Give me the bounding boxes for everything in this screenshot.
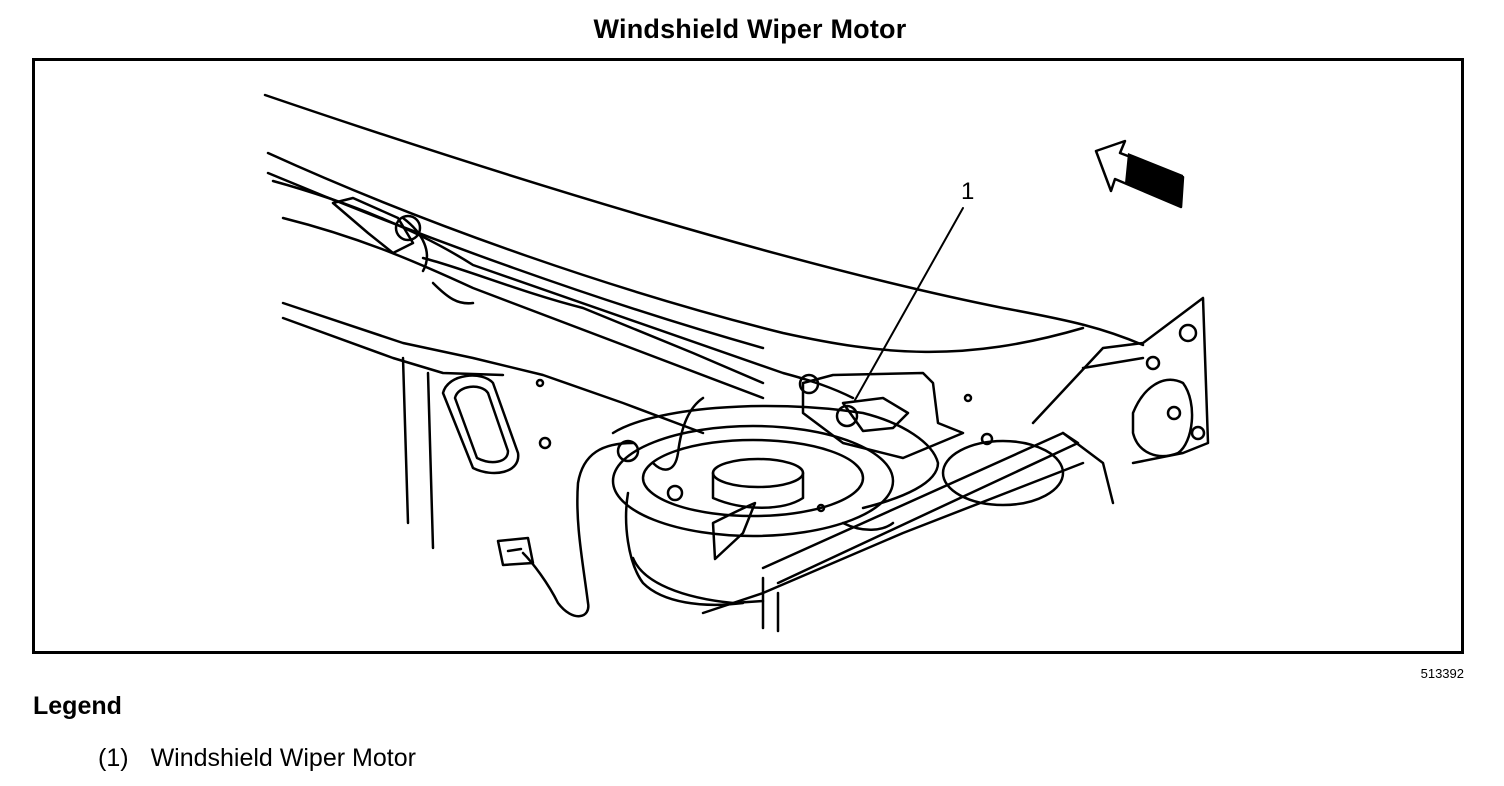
- right-panel-hole-bottom: [1190, 425, 1206, 441]
- motor-cylinder: [711, 471, 805, 509]
- right-panel-hole-lower: [1166, 405, 1182, 421]
- linkage-arm: [421, 256, 765, 385]
- diagram-title: Windshield Wiper Motor: [593, 14, 907, 44]
- motor-mount-plate: [801, 371, 965, 460]
- cowl-panel-outline: [263, 93, 1145, 347]
- right-bracket-disc: [941, 439, 1065, 507]
- pivot-bolt: [394, 214, 422, 242]
- callout-leader-line: [854, 207, 964, 401]
- connector-tab: [506, 547, 523, 553]
- wiring-harness-upper: [651, 396, 705, 471]
- motor-housing-inner: [641, 438, 865, 518]
- motor-crank: [841, 396, 910, 433]
- lower-rail-bottom: [701, 461, 1085, 615]
- legend-item: (1) Windshield Wiper Motor: [98, 744, 416, 773]
- right-body-panel: [1031, 296, 1210, 465]
- plenum-panel-left: [401, 356, 435, 550]
- wiper-linkage: [271, 179, 855, 400]
- cowl-panel-lower-edge: [266, 151, 1085, 354]
- connector-body: [496, 536, 535, 567]
- motor-body: [611, 404, 940, 510]
- motor-base-lower: [631, 556, 765, 605]
- motor-stud: [666, 484, 684, 502]
- legend-item-label: Windshield Wiper Motor: [150, 744, 416, 772]
- motor-base: [624, 491, 745, 607]
- pivot-bracket: [331, 196, 415, 255]
- plenum-hole-small: [535, 378, 545, 388]
- right-panel-opening: [1131, 378, 1194, 458]
- lower-rail-top: [761, 431, 1080, 585]
- legend-heading: Legend: [33, 692, 122, 720]
- harness-grommet: [616, 439, 640, 463]
- plenum-shelf: [281, 316, 505, 377]
- plenum-opening-inner: [453, 385, 510, 464]
- motor-strap: [711, 501, 757, 561]
- diagram-frame: 1: [32, 58, 1464, 654]
- right-panel-hole-mid: [1145, 355, 1161, 371]
- motor-cylinder-top: [711, 457, 805, 489]
- right-bracket-hole-upper: [963, 393, 973, 403]
- figure-id: 513392: [1420, 666, 1464, 681]
- linkage-end: [431, 281, 475, 305]
- motor-bolt-main: [835, 404, 859, 428]
- motor-stud-small: [816, 503, 826, 513]
- wiper-linkage-lower: [281, 216, 765, 400]
- motor-bolt-upper: [798, 373, 820, 395]
- lower-rail-face: [761, 576, 780, 633]
- front-arrow-shade: [1125, 153, 1183, 207]
- wiper-motor-illustration: 1: [263, 93, 1210, 633]
- legend-item-number: (1): [98, 744, 129, 772]
- right-bracket-hole: [980, 432, 994, 446]
- plenum-opening: [441, 374, 520, 475]
- motor-housing: [611, 424, 895, 538]
- right-panel-hole-upper: [1178, 323, 1198, 343]
- wiring-harness: [521, 441, 635, 618]
- plenum-hole: [538, 436, 552, 450]
- right-support: [1061, 356, 1145, 505]
- rail-lip: [841, 521, 895, 531]
- pivot-clip: [401, 216, 429, 273]
- callout-number: 1: [961, 178, 974, 205]
- plenum-edge: [281, 301, 705, 435]
